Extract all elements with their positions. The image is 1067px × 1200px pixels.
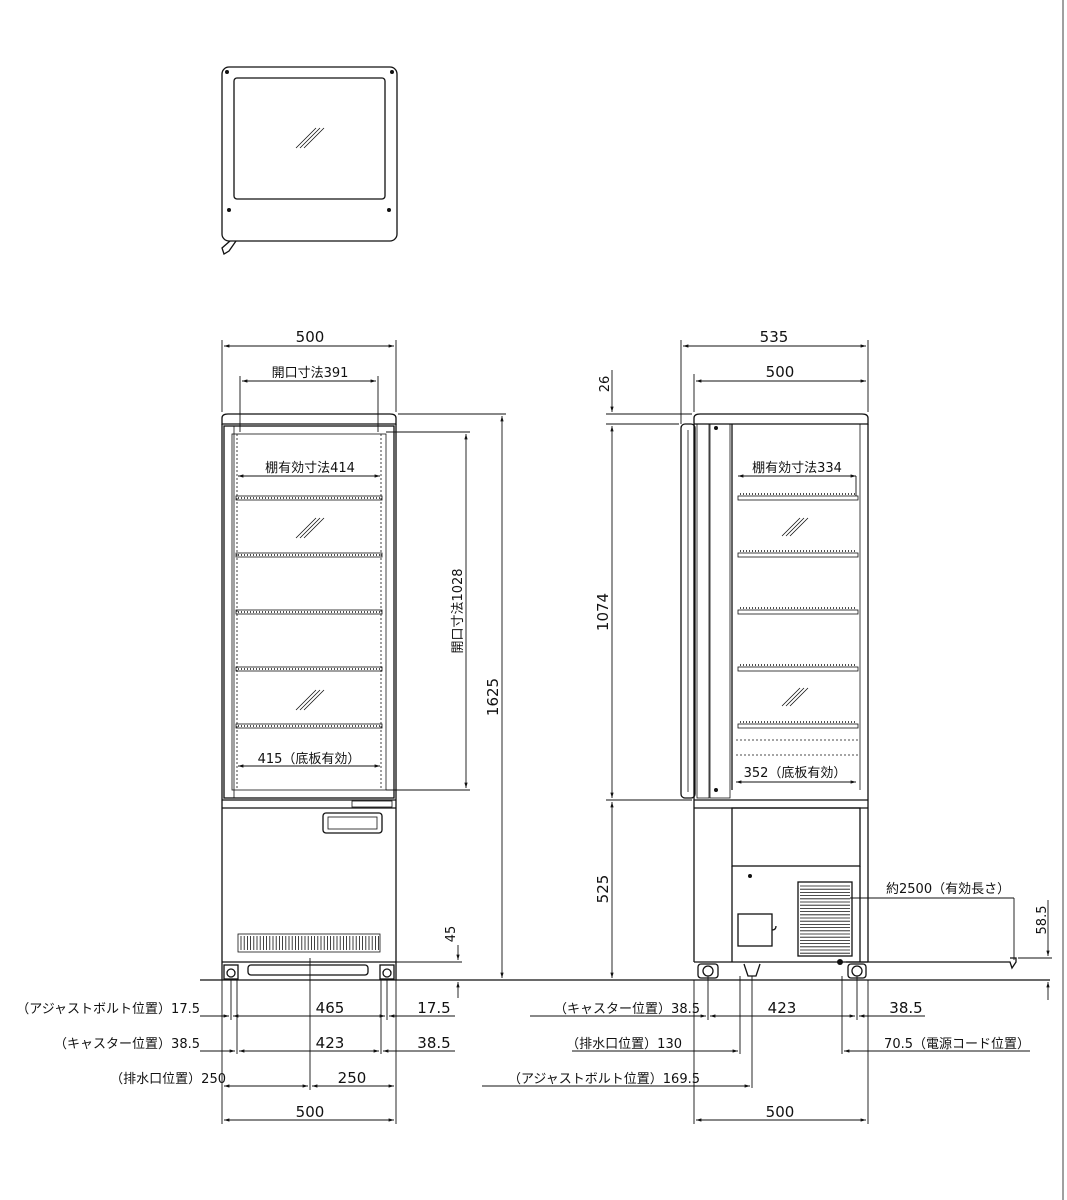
side-row2-right: 70.5（電源コード位置） bbox=[884, 1037, 1030, 1052]
glass-hatch-icon bbox=[781, 517, 809, 707]
front-row1-mid: 465 bbox=[316, 999, 345, 1017]
side-shelves bbox=[736, 493, 859, 756]
glass-hatch-icon bbox=[295, 517, 325, 711]
front-opening-width-label: 開口寸法391 bbox=[272, 366, 349, 381]
side-vent-grille bbox=[797, 881, 853, 957]
front-opening-height-label: 開口寸法1028 bbox=[451, 568, 466, 653]
front-row1-right: 17.5 bbox=[417, 999, 450, 1017]
side-depth-label: 535 bbox=[760, 328, 789, 346]
side-door-thickness-label: 26 bbox=[598, 376, 613, 393]
side-row2-label: （排水口位置）130 bbox=[566, 1037, 682, 1052]
side-row1-mid: 423 bbox=[768, 999, 797, 1017]
side-row4-mid: 500 bbox=[766, 1103, 795, 1121]
front-view bbox=[200, 413, 1050, 981]
side-bottom-depth-label: 352（底板有効） bbox=[744, 765, 847, 781]
side-base-height-label: 525 bbox=[594, 875, 612, 904]
front-row3-mid: 250 bbox=[338, 1069, 367, 1087]
front-row2-right: 38.5 bbox=[417, 1034, 450, 1052]
front-row4-mid: 500 bbox=[296, 1103, 325, 1121]
side-dimensions bbox=[482, 340, 1052, 1124]
front-shelves bbox=[235, 495, 383, 729]
front-foot-height-label: 45 bbox=[444, 926, 459, 943]
front-dimensions bbox=[200, 340, 506, 1124]
front-row2-label: （キャスター位置）38.5 bbox=[54, 1037, 200, 1052]
front-row3-label: （排水口位置）250 bbox=[110, 1072, 226, 1087]
side-shelf-depth-label: 棚有効寸法334 bbox=[752, 461, 842, 476]
side-cabinet-height-label: 1074 bbox=[594, 593, 612, 631]
labels: 500 開口寸法391 棚有効寸法414 415（底板有効） 開口寸法1028 … bbox=[16, 328, 1050, 1121]
cord-length-label: 約2500（有効長さ） bbox=[886, 882, 1010, 897]
side-body-depth-label: 500 bbox=[766, 363, 795, 381]
side-view bbox=[680, 413, 1017, 979]
front-width-label: 500 bbox=[296, 328, 325, 346]
front-row2-mid: 423 bbox=[316, 1034, 345, 1052]
cord-height-label: 58.5 bbox=[1035, 906, 1050, 935]
front-shelf-width-label: 棚有効寸法414 bbox=[265, 461, 355, 476]
side-row1-right: 38.5 bbox=[889, 999, 922, 1017]
side-row3-label: （アジャストボルト位置）169.5 bbox=[508, 1072, 700, 1087]
side-row1-label: （キャスター位置）38.5 bbox=[554, 1002, 700, 1017]
vent-grille bbox=[237, 933, 381, 953]
front-row1-label: （アジャストボルト位置）17.5 bbox=[16, 1002, 200, 1017]
front-height-label: 1625 bbox=[484, 678, 502, 716]
front-bottom-width-label: 415（底板有効） bbox=[258, 751, 361, 767]
glass-hatch-icon bbox=[295, 127, 325, 149]
top-view bbox=[221, 66, 398, 255]
